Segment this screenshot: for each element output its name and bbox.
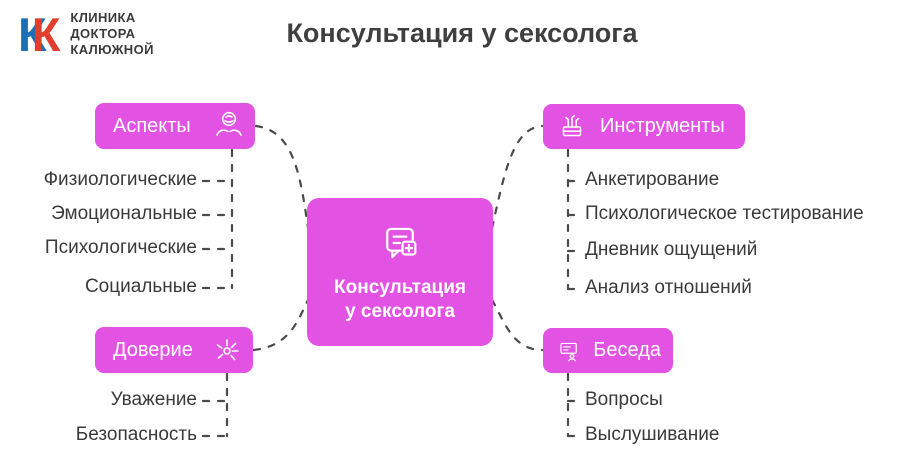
center-node-label: Консультация у сексолога bbox=[334, 276, 466, 324]
sparkle-icon bbox=[216, 339, 239, 361]
branch-node-tools: Инструменты bbox=[543, 104, 745, 149]
logo-letter-red: К bbox=[31, 7, 61, 61]
clinic-logo: К К КЛИНИКА ДОКТОРА КАЛЮЖНОЙ bbox=[18, 10, 154, 58]
clinic-logo-mark: К К bbox=[18, 11, 60, 58]
logo-line-1: КЛИНИКА bbox=[70, 10, 136, 25]
leaf-talk-0: Вопросы bbox=[585, 389, 663, 410]
leaf-aspects-3: Социальные bbox=[84, 276, 197, 297]
branch-talk-label: Беседа bbox=[593, 339, 661, 361]
presentation-icon bbox=[560, 342, 577, 361]
leaf-aspects-0: Физиологические bbox=[43, 169, 197, 190]
center-label-line1: Консультация bbox=[334, 277, 466, 298]
chat-medical-icon bbox=[386, 227, 417, 259]
leaf-trust-0: Уважение bbox=[110, 389, 197, 410]
leaf-aspects-2: Психологические bbox=[44, 237, 197, 258]
leaf-talk-1: Выслушивание bbox=[585, 424, 720, 445]
branch-tools-label: Инструменты bbox=[600, 115, 725, 137]
branch-node-talk: Беседа bbox=[543, 328, 673, 373]
center-label-line2: у сексолога bbox=[345, 301, 455, 322]
logo-line-2: ДОКТОРА bbox=[70, 26, 136, 41]
logo-letter-blue: К bbox=[18, 7, 47, 61]
leaf-aspects-1: Эмоциональные bbox=[51, 203, 197, 224]
leaf-trust-1: Безопасность bbox=[75, 424, 197, 445]
branch-aspects-label: Аспекты bbox=[113, 114, 191, 137]
center-node: Консультация у сексолога bbox=[307, 198, 493, 346]
hands-care-icon bbox=[216, 111, 242, 136]
branch-trust-label: Доверие bbox=[113, 338, 193, 361]
clinic-logo-text: КЛИНИКА ДОКТОРА КАЛЮЖНОЙ bbox=[70, 10, 153, 58]
logo-line-3: КАЛЮЖНОЙ bbox=[70, 42, 154, 57]
branch-node-trust: Доверие bbox=[95, 327, 253, 373]
leaf-tools-0: Анкетирование bbox=[585, 169, 720, 190]
branch-node-aspects: Аспекты bbox=[95, 103, 255, 149]
leaf-tools-1: Психологическое тестирование bbox=[585, 203, 864, 224]
leaf-tools-2: Дневник ощущений bbox=[585, 239, 758, 260]
toolbox-icon bbox=[562, 114, 582, 136]
page-title: Консультация у сексолога bbox=[286, 18, 638, 48]
leaf-tools-3: Анализ отношений bbox=[585, 277, 752, 298]
